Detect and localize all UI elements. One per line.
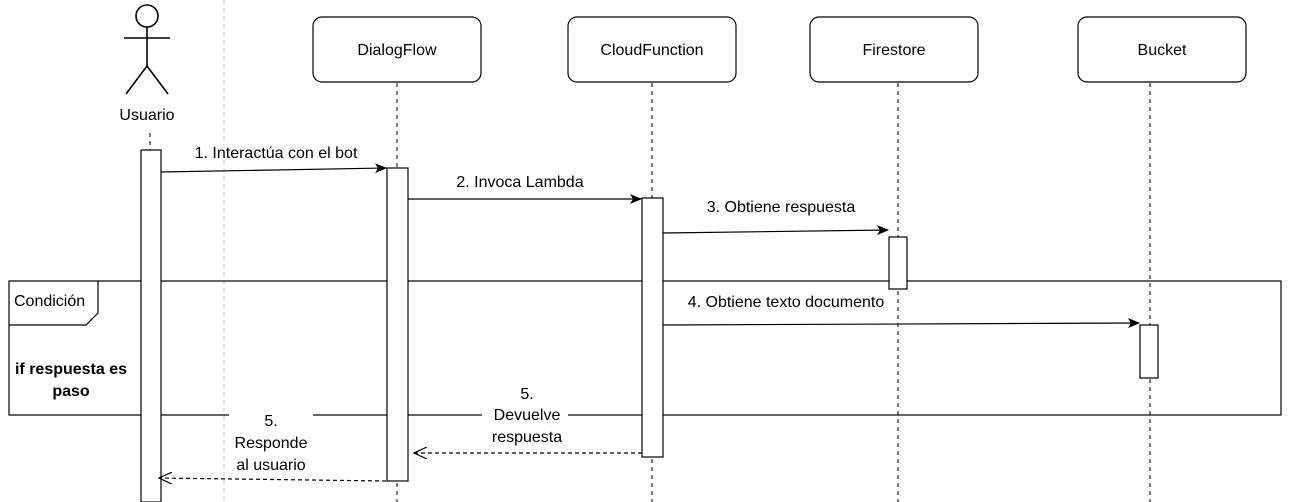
participant-dialogflow-label: DialogFlow — [357, 42, 437, 59]
frame-label-tab — [9, 281, 99, 326]
message-5-return-label-bg — [482, 379, 568, 446]
participant-firestore-label: Firestore — [862, 42, 925, 59]
participant-cloudfunction-label: CloudFunction — [600, 42, 703, 59]
participant-bucket[interactable]: Bucket — [1077, 16, 1247, 83]
actor-usuario[interactable]: Usuario — [119, 4, 175, 124]
participant-cloudfunction[interactable]: CloudFunction — [567, 16, 737, 83]
message-5-return-label-line1: 5. — [520, 386, 533, 403]
message-1[interactable]: 1. Interactúa con el bot — [160, 145, 387, 174]
activation-cloudfunction — [641, 197, 664, 458]
message-1-label: 1. Interactúa con el bot — [195, 145, 358, 162]
frame-guard-line1: if respuesta es — [15, 361, 127, 378]
message-5-response-label-line2: Responde — [235, 435, 308, 452]
participant-bucket-label: Bucket — [1138, 42, 1187, 59]
activation-usuario — [140, 149, 162, 502]
message-5-response-label-line3: al usuario — [236, 457, 305, 474]
message-5-return-label-line2: Devuelve — [494, 407, 561, 424]
message-5-return[interactable]: 5. Devuelve respuesta — [414, 379, 642, 453]
frame-guard-line2: paso — [52, 383, 90, 400]
activation-dialogflow — [386, 167, 409, 482]
message-5-response-label-line1: 5. — [264, 413, 277, 430]
message-5-response[interactable]: 5. Responde al usuario — [159, 409, 387, 481]
message-4[interactable]: 4. Obtiene texto documento — [662, 294, 1140, 329]
message-3[interactable]: 3. Obtiene respuesta — [662, 199, 889, 236]
message-5-return-label-line3: respuesta — [492, 429, 562, 446]
message-2-label: 2. Invoca Lambda — [456, 174, 583, 191]
actor-usuario-label: Usuario — [119, 107, 174, 124]
message-2[interactable]: 2. Invoca Lambda — [408, 174, 642, 204]
message-3-label: 3. Obtiene respuesta — [707, 199, 856, 216]
activation-bucket — [1139, 324, 1159, 379]
participant-dialogflow[interactable]: DialogFlow — [312, 16, 482, 83]
activation-firestore — [888, 236, 908, 290]
stick-figure-icon — [124, 4, 170, 95]
message-5-response-label-bg — [229, 409, 313, 476]
message-4-label: 4. Obtiene texto documento — [688, 294, 885, 311]
frame-label: Condición — [14, 293, 85, 310]
participant-firestore[interactable]: Firestore — [809, 16, 979, 83]
